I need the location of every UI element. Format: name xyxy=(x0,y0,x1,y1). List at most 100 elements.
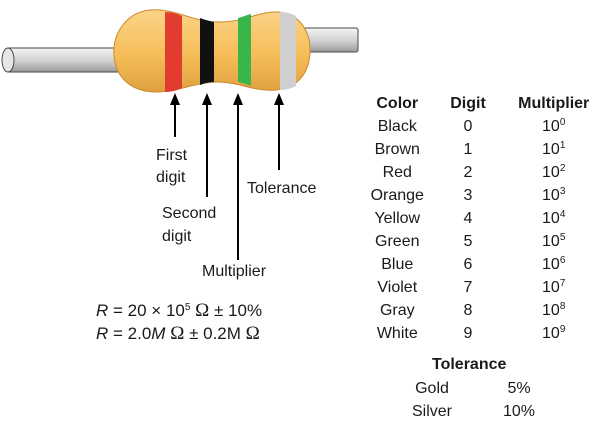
cell-multiplier: 102 xyxy=(501,161,606,184)
tolerance-row: Silver 10% xyxy=(400,400,574,423)
tolerance-value: 10% xyxy=(502,402,536,420)
header-color: Color xyxy=(376,94,419,112)
cell-color: Green xyxy=(375,232,420,250)
multiplier-exponent: 7 xyxy=(559,277,566,289)
formula-tolerance: ± 10% xyxy=(209,301,263,320)
multiplier-base: 10 xyxy=(542,117,560,135)
multiplier-exponent: 6 xyxy=(559,254,566,266)
cell-digit: 2 xyxy=(463,163,473,181)
band-second-digit xyxy=(200,18,214,85)
label-tolerance: Tolerance xyxy=(247,180,317,197)
cell-color: Black xyxy=(377,117,417,135)
label-second-digit-line1: Second xyxy=(162,205,217,222)
cell-digit: 0 xyxy=(463,117,473,135)
tolerance-value: 5% xyxy=(507,379,531,397)
cell-multiplier: 106 xyxy=(501,253,606,276)
label-multiplier: Multiplier xyxy=(202,263,267,280)
multiplier-base: 10 xyxy=(542,209,560,227)
cell-color: Violet xyxy=(377,278,418,296)
formula-omega: Ω xyxy=(165,323,185,344)
cell-color: Yellow xyxy=(374,209,421,227)
formula-line-2: R = 2.0M Ω ± 0.2M Ω xyxy=(96,323,260,345)
cell-color: Orange xyxy=(370,186,424,204)
multiplier-base: 10 xyxy=(542,278,560,296)
multiplier-exponent: 4 xyxy=(559,208,566,220)
cell-multiplier: 104 xyxy=(501,207,606,230)
multiplier-base: 10 xyxy=(542,186,560,204)
cell-digit: 4 xyxy=(463,209,473,227)
arrow-multiplier xyxy=(233,93,243,260)
label-second-digit-line2: digit xyxy=(162,228,192,245)
cell-digit: 9 xyxy=(463,324,473,342)
cell-multiplier: 108 xyxy=(501,299,606,322)
arrow-tolerance xyxy=(274,93,284,170)
cell-color: Red xyxy=(382,163,412,181)
tolerance-rows: Gold 5% Silver 10% xyxy=(400,377,574,423)
formula-omega-2: Ω xyxy=(245,323,260,344)
header-multiplier: Multiplier xyxy=(518,94,590,112)
formula-omega: Ω xyxy=(190,300,210,321)
cell-color: White xyxy=(376,324,418,342)
tolerance-title: Tolerance xyxy=(432,356,507,373)
formula-eq: = 20 × 10 xyxy=(108,301,185,320)
formula-unit: M xyxy=(151,324,166,343)
band-first-digit xyxy=(165,12,182,92)
table-header-row: Color Digit Multiplier xyxy=(360,92,606,115)
multiplier-exponent: 2 xyxy=(559,162,566,174)
formula-var: R xyxy=(96,324,109,343)
formula-tolerance: ± 0.2M xyxy=(184,324,246,343)
multiplier-base: 10 xyxy=(542,301,560,319)
header-digit: Digit xyxy=(450,94,486,112)
tolerance-table: Gold 5% Silver 10% xyxy=(400,377,574,423)
tolerance-row: Gold 5% xyxy=(400,377,574,400)
cell-color: Blue xyxy=(381,255,414,273)
multiplier-base: 10 xyxy=(542,163,560,181)
arrow-second-digit xyxy=(202,93,212,197)
cell-digit: 8 xyxy=(463,301,473,319)
multiplier-exponent: 1 xyxy=(559,139,566,151)
formula-eq: = 2.0 xyxy=(108,324,152,343)
multiplier-exponent: 0 xyxy=(559,116,566,128)
multiplier-exponent: 5 xyxy=(559,231,566,243)
tolerance-band-name: Silver xyxy=(411,402,452,420)
cell-multiplier: 103 xyxy=(501,184,606,207)
multiplier-base: 10 xyxy=(542,140,560,158)
cell-digit: 7 xyxy=(463,278,473,296)
cell-color: Gray xyxy=(379,301,415,319)
multiplier-base: 10 xyxy=(542,324,560,342)
cell-digit: 1 xyxy=(463,140,473,158)
multiplier-exponent: 9 xyxy=(559,323,566,335)
formula-var: R xyxy=(96,301,109,320)
band-multiplier xyxy=(238,14,251,86)
multiplier-exponent: 8 xyxy=(559,300,566,312)
cell-multiplier: 109 xyxy=(501,322,606,345)
tolerance-band-name: Gold xyxy=(415,379,449,397)
formula-line-1: R = 20 × 105 Ω ± 10% xyxy=(96,300,262,322)
multiplier-base: 10 xyxy=(542,255,560,273)
cell-multiplier: 100 xyxy=(501,115,606,138)
formula-exp: 5 xyxy=(184,302,191,313)
multiplier-exponent: 3 xyxy=(559,185,566,197)
label-first-digit-line1: First xyxy=(156,147,188,164)
cell-multiplier: 105 xyxy=(501,230,606,253)
cell-digit: 3 xyxy=(463,186,473,204)
cell-multiplier: 101 xyxy=(501,138,606,161)
cell-color: Brown xyxy=(374,140,420,158)
multiplier-base: 10 xyxy=(542,232,560,250)
cell-multiplier: 107 xyxy=(501,276,606,299)
arrow-first-digit xyxy=(170,93,180,137)
cell-digit: 6 xyxy=(463,255,473,273)
